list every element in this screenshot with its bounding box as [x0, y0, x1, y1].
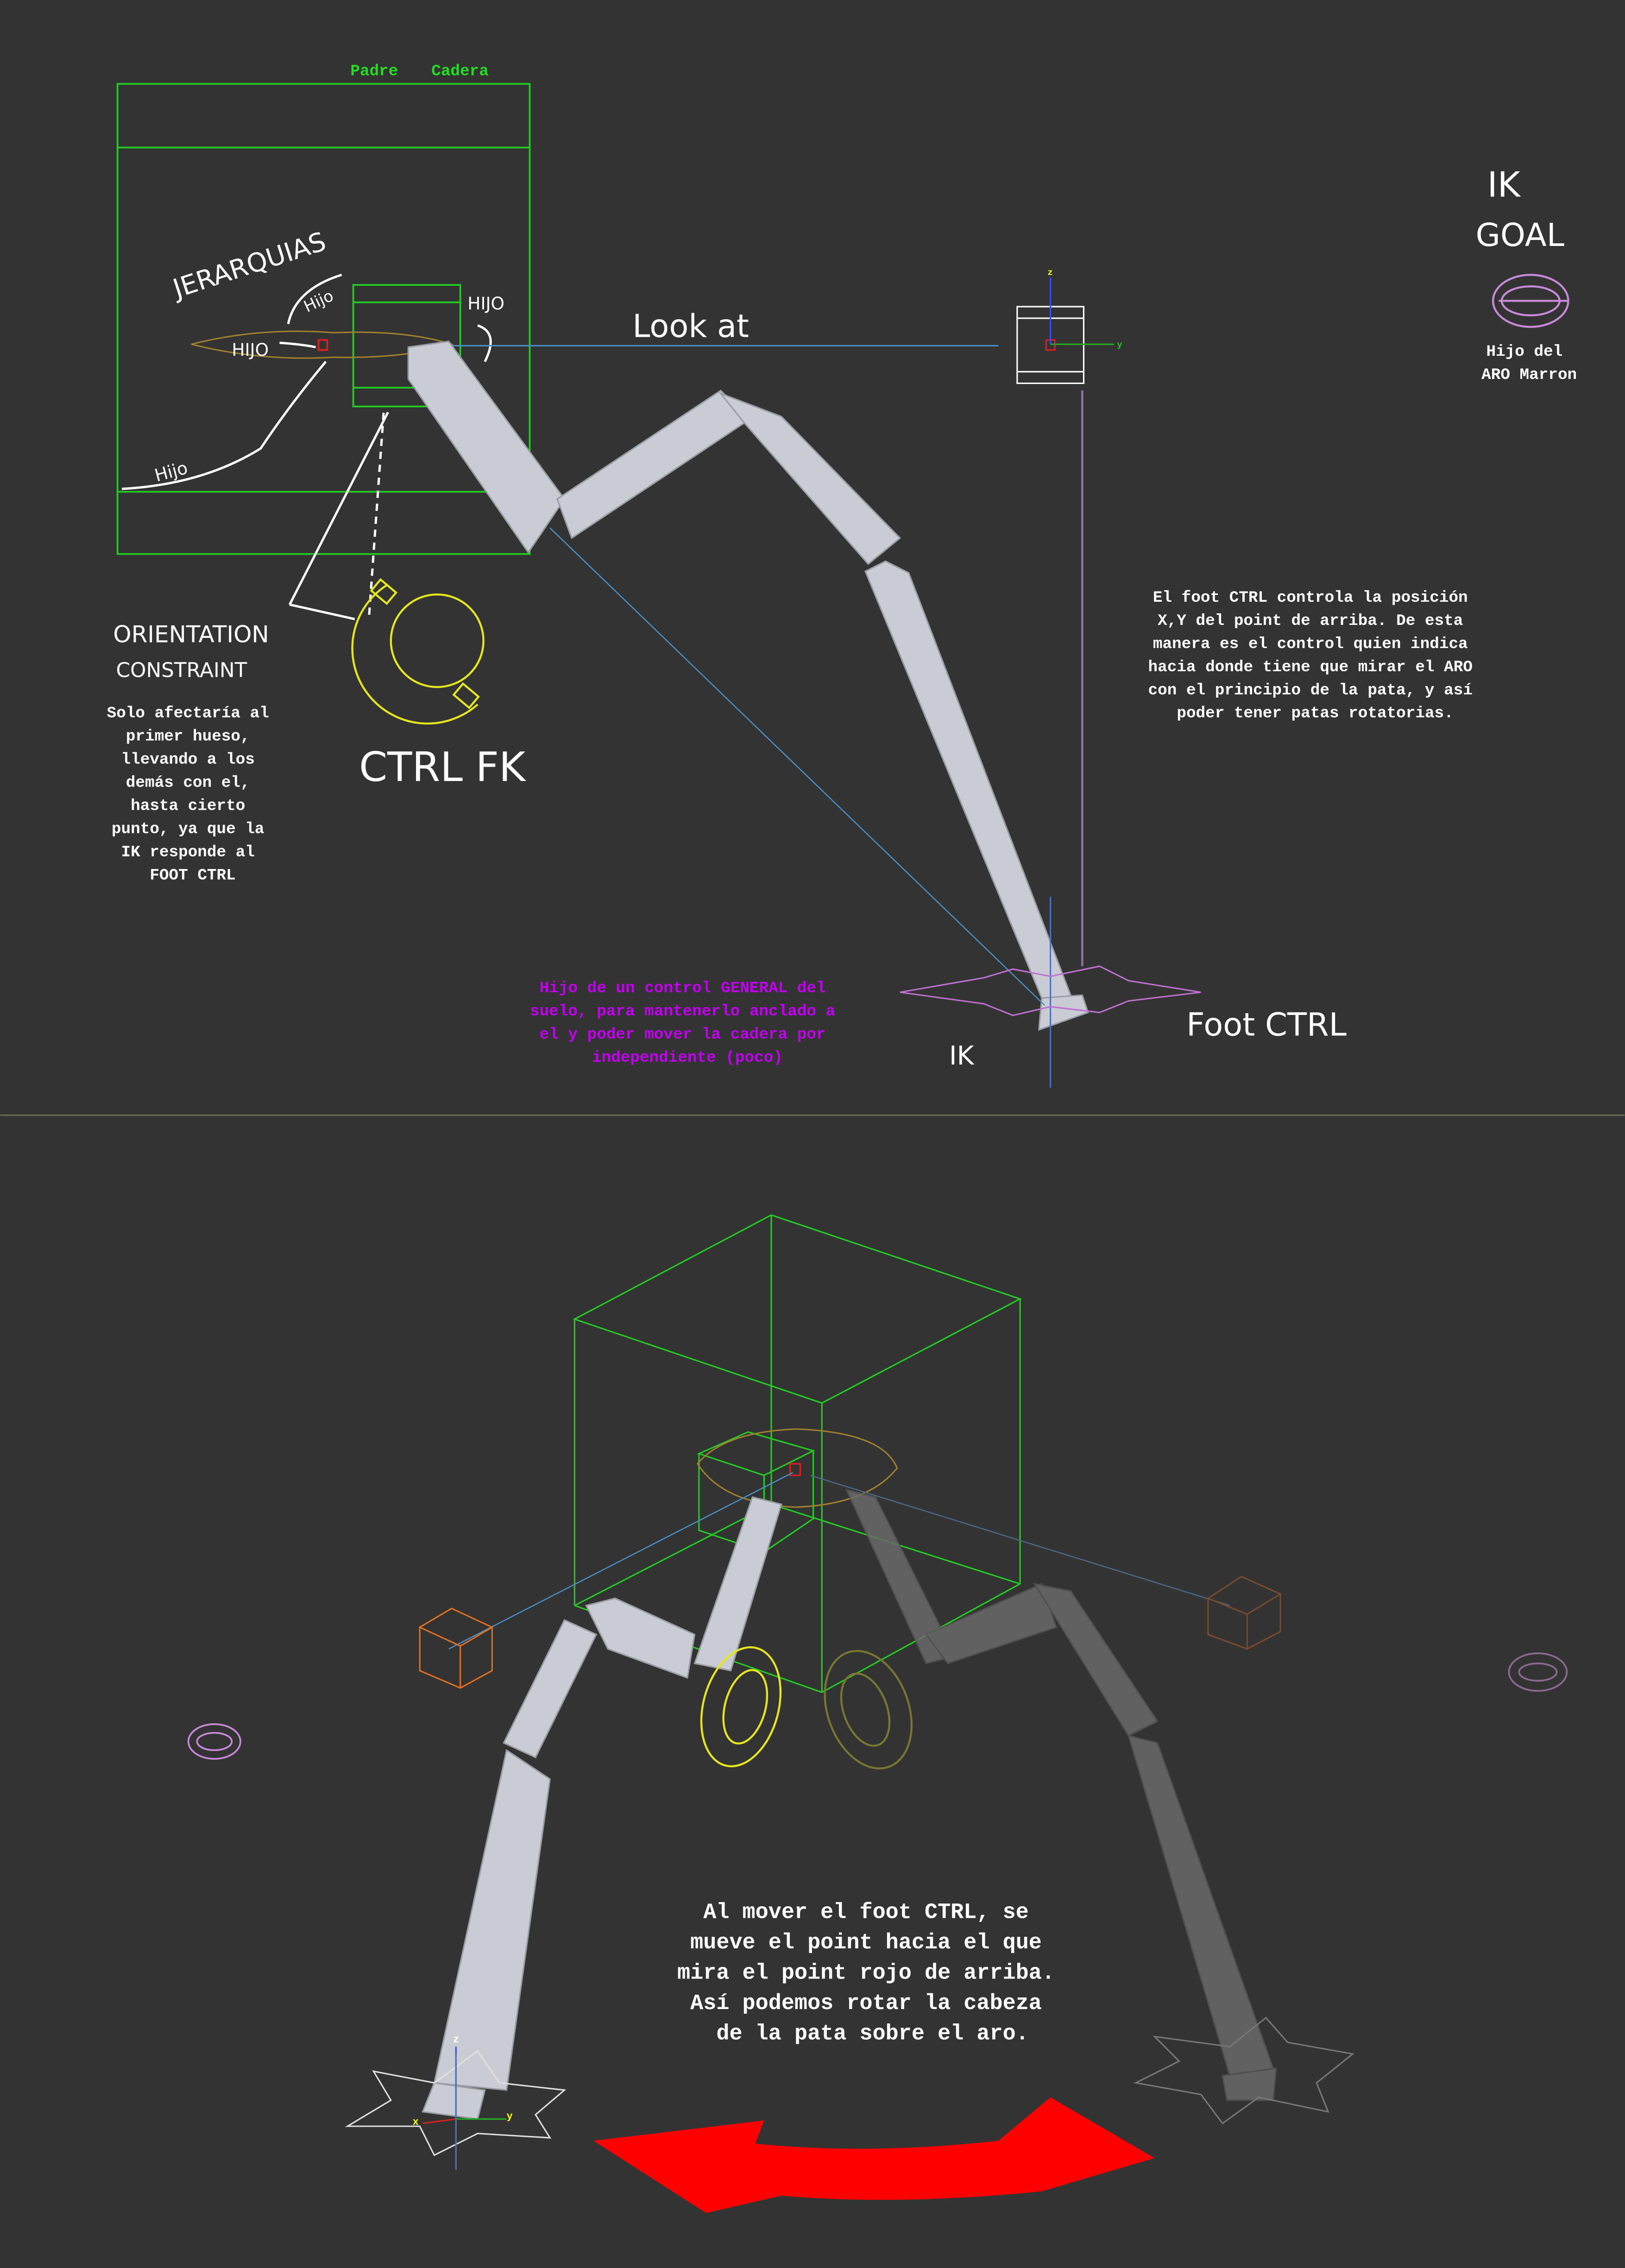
hijo-left-label: HIJO — [232, 340, 269, 360]
axis-y-label: y — [1117, 340, 1122, 350]
left-fk-ring[interactable] — [689, 1638, 793, 1775]
left-point-cube — [418, 1607, 494, 1689]
red-point — [317, 339, 328, 351]
axis-y-label-bottom: y — [507, 2110, 513, 2122]
bottom-note: Al mover el foot CTRL, se mueve el point… — [677, 1900, 1068, 2046]
right-fk-ring[interactable] — [809, 1639, 927, 1781]
hijo-curve-label: Hijo — [301, 287, 337, 316]
ik-goal-label-2: GOAL — [1476, 217, 1564, 254]
ik-goal-caption: Hijo del ARO Marron — [1481, 343, 1577, 384]
look-line-right — [810, 1474, 1230, 1606]
hijo-right-label: HIJO — [467, 293, 504, 314]
axis-z-label: z — [1047, 267, 1052, 277]
ctrl-fk-ring[interactable] — [351, 578, 485, 725]
orientation-label-2: CONSTRAINT — [116, 658, 247, 682]
right-leg-bones — [845, 1488, 1277, 2101]
hip-parent-box — [116, 83, 531, 555]
orientation-note: Solo afectaría al primer hueso, llevando… — [107, 705, 279, 885]
hierarchy-arrows — [121, 273, 492, 620]
ik-label: IK — [949, 1041, 975, 1071]
foot-ctrl-note: El foot CTRL controla la posición X,Y de… — [1148, 589, 1482, 723]
look-at-label: Look at — [632, 308, 749, 345]
right-foot-ctrl[interactable] — [1133, 2016, 1354, 2124]
look-at-point — [1016, 277, 1115, 384]
look-line-left — [448, 1472, 794, 1650]
red-point-3d — [789, 1463, 801, 1476]
padre-label: Padre — [350, 62, 398, 80]
orientation-label-1: ORIENTATION — [113, 621, 269, 648]
right-ik-goal-icon — [1508, 1652, 1568, 1692]
ik-goal-ring-icon — [1492, 274, 1569, 328]
red-rotation-arrow — [593, 2097, 1155, 2213]
foot-ctrl-shape[interactable] — [900, 965, 1201, 1016]
axis-x-label-bottom: x — [413, 2117, 419, 2128]
left-leg-bones — [422, 1496, 782, 2120]
ik-goal-label-1: IK — [1487, 164, 1521, 205]
left-ik-goal-icon — [187, 1723, 241, 1760]
foot-ctrl-label: Foot CTRL — [1186, 1007, 1347, 1044]
hip-cube — [573, 1214, 1022, 1693]
leg-bones — [407, 340, 1089, 1031]
hijo-bottom-label: Hijo — [152, 457, 190, 485]
left-axis-gizmo — [422, 2047, 507, 2170]
ctrl-fk-label: CTRL FK — [359, 743, 527, 791]
right-point-cube — [1206, 1575, 1282, 1650]
general-control-note: Hijo de un control GENERAL del suelo, pa… — [530, 979, 845, 1067]
cadera-label: Cadera — [431, 62, 489, 80]
left-foot-ctrl[interactable] — [345, 2050, 567, 2156]
axis-z-label-bottom: z — [453, 2034, 459, 2046]
ik-chain-line — [549, 527, 1046, 1006]
